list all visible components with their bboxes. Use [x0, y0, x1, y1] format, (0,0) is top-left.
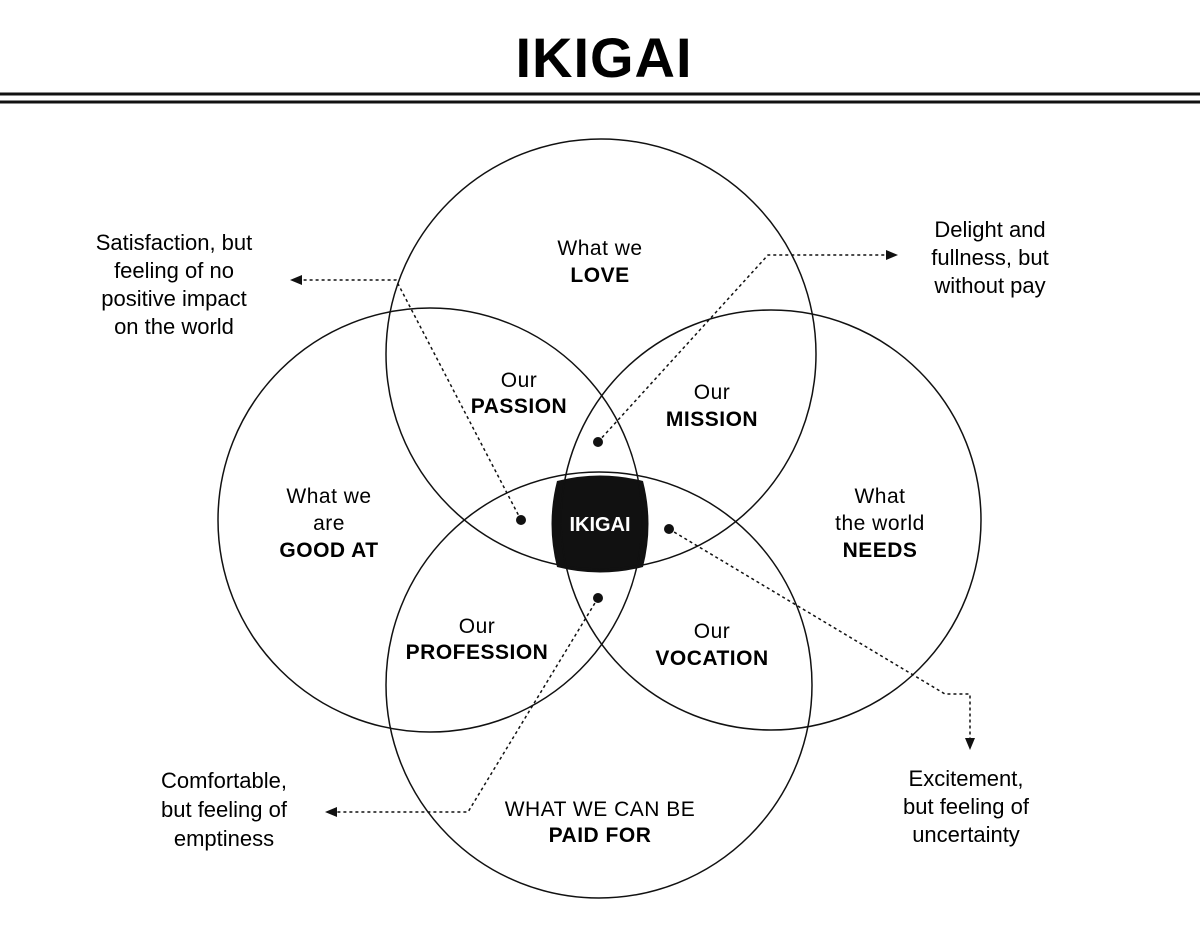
annotation-top-left-line4: on the world: [114, 314, 234, 339]
paid-for-label: WHAT WE CAN BE PAID FOR: [505, 798, 696, 847]
annotation-top-right-line1: Delight and: [934, 217, 1045, 242]
profession-label-line1: Our: [459, 615, 496, 638]
annotation-top-left-line1: Satisfaction, but: [96, 230, 253, 255]
mission-label: Our MISSION: [666, 381, 758, 431]
good-at-label-line3: GOOD AT: [279, 539, 378, 562]
love-label: What we LOVE: [557, 237, 642, 287]
vocation-label-line2: VOCATION: [655, 647, 768, 670]
profession-dot: [593, 593, 603, 603]
paid-for-circle: [385, 471, 813, 899]
annotation-bottom-right-line1: Excitement,: [909, 766, 1024, 791]
annotation-bottom-left-line3: emptiness: [174, 826, 274, 851]
paid-for-label-line1: WHAT WE CAN BE: [505, 798, 696, 821]
world-needs-label-line3: NEEDS: [843, 539, 918, 562]
arrowhead-top-right: [886, 250, 898, 260]
mission-label-line2: MISSION: [666, 408, 758, 431]
arrowhead-top-left: [290, 275, 302, 285]
annotation-top-left-line3: positive impact: [101, 286, 247, 311]
good-at-label-line1: What we: [286, 485, 371, 508]
annotation-top-right: Delight and fullness, but without pay: [931, 217, 1048, 298]
passion-label-line2: PASSION: [471, 395, 567, 418]
passion-dot: [516, 515, 526, 525]
annotation-bottom-left-line1: Comfortable,: [161, 768, 287, 793]
world-needs-label-line1: What: [854, 485, 905, 508]
good-at-label-line2: are: [313, 512, 345, 535]
arrowheads: [290, 250, 975, 817]
love-label-line2: LOVE: [570, 264, 629, 287]
arrowhead-bottom-right: [965, 738, 975, 750]
annotation-top-left: Satisfaction, but feeling of no positive…: [96, 230, 253, 339]
ikigai-center-label: IKIGAI: [569, 514, 630, 536]
annotation-top-right-line2: fullness, but: [931, 245, 1048, 270]
arrowhead-bottom-left: [325, 807, 337, 817]
passion-label: Our PASSION: [471, 369, 567, 418]
paid-for-label-line2: PAID FOR: [549, 824, 652, 847]
mission-label-line1: Our: [694, 381, 731, 404]
world-needs-circle: [560, 309, 982, 731]
passion-label-line1: Our: [501, 369, 538, 392]
annotation-bottom-left-line2: but feeling of: [161, 797, 288, 822]
love-label-line1: What we: [557, 237, 642, 260]
love-circle: [385, 138, 817, 570]
annotation-bottom-right: Excitement, but feeling of uncertainty: [903, 766, 1030, 847]
annotation-bottom-right-line2: but feeling of: [903, 794, 1030, 819]
page-title: IKIGAI: [515, 26, 692, 89]
annotation-top-left-line2: feeling of no: [114, 258, 234, 283]
profession-label: Our PROFESSION: [406, 615, 549, 664]
vocation-label: Our VOCATION: [655, 620, 768, 670]
annotation-bottom-right-line3: uncertainty: [912, 822, 1020, 847]
connector-lines: [300, 254, 971, 813]
vocation-label-line1: Our: [694, 620, 731, 643]
annotation-top-right-line3: without pay: [933, 273, 1045, 298]
profession-label-line2: PROFESSION: [406, 641, 549, 664]
good-at-circle: [217, 307, 643, 733]
ikigai-center-shape: [551, 475, 649, 573]
annotation-bottom-left: Comfortable, but feeling of emptiness: [161, 768, 288, 851]
connector-passion: [300, 279, 522, 521]
mission-dot: [593, 437, 603, 447]
connector-mission: [597, 254, 888, 443]
vocation-dot: [664, 524, 674, 534]
good-at-label: What we are GOOD AT: [279, 485, 378, 562]
world-needs-label: What the world NEEDS: [835, 485, 925, 562]
world-needs-label-line2: the world: [835, 512, 925, 535]
